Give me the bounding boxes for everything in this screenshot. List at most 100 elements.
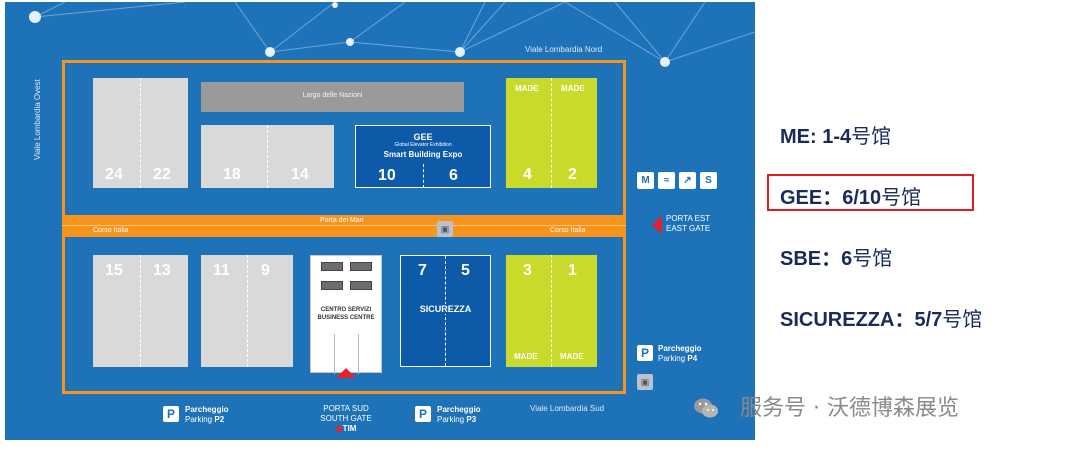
- wechat-icon: [694, 398, 718, 418]
- network-decoration: [29, 2, 755, 67]
- hall-divider: [423, 164, 424, 188]
- sicurezza-label: SICUREZZA: [401, 304, 490, 314]
- east-gate-arrow-icon: [652, 216, 662, 234]
- building-column: [334, 334, 335, 374]
- parking-p2-label: Parcheggio Parking P2: [185, 405, 229, 425]
- legend-sbe: SBE：6号馆: [780, 242, 892, 271]
- south-gate-en: SOUTH GATE: [320, 414, 372, 423]
- parking-code: P2: [214, 415, 225, 424]
- hall-number: 22: [153, 166, 171, 183]
- hall-divider: [267, 125, 268, 188]
- legend-cn: 号馆: [852, 246, 893, 270]
- legend-sicurezza: SICUREZZA：5/7号馆: [780, 303, 982, 332]
- parking-p3-label: Parcheggio Parking P3: [437, 405, 481, 425]
- centro-label: CENTRO SERVIZI BUSINESS CENTRE: [317, 307, 375, 321]
- hall-10-6-gee[interactable]: GEE Global Elevator Exhibition Smart Bui…: [355, 125, 491, 188]
- hall-number: 3: [523, 262, 532, 279]
- fair-map: Viale Lombardia Nord Viale Lombardia Ove…: [5, 2, 755, 440]
- tim-icon: ◉: [335, 424, 343, 433]
- tim-logo: ◉TIM: [310, 424, 382, 434]
- legend-gee: GEE：6/10号馆: [780, 181, 921, 210]
- hall-11-9[interactable]: 11 9: [201, 255, 293, 367]
- parking-sub: Parking: [658, 354, 688, 363]
- hall-number: 24: [105, 166, 123, 183]
- gee-subtitle: Global Elevator Exhibition: [394, 142, 452, 148]
- hall-divider: [140, 78, 141, 188]
- largo-nazioni: Largo delle Nazioni: [201, 82, 464, 112]
- parking-p2-icon: P: [163, 406, 179, 422]
- parking-p4-icon: P: [637, 345, 653, 361]
- central-avenue: [62, 215, 626, 237]
- watermark-text: 服务号 · 沃德博森展览: [740, 396, 959, 421]
- parking-title: Parcheggio: [185, 405, 229, 414]
- hall-7-5-sicurezza[interactable]: 7 5 SICUREZZA: [400, 255, 491, 367]
- hall-number: 15: [105, 262, 123, 279]
- hall-number: 7: [418, 262, 427, 279]
- east-gate-label: PORTA EST EAST GATE: [666, 214, 710, 234]
- train-icon: ↗: [679, 172, 696, 189]
- legend-cn: 号馆: [942, 307, 983, 331]
- south-gate-label: PORTA SUD SOUTH GATE ◉TIM: [310, 404, 382, 434]
- parking-sub: Parking: [437, 415, 467, 424]
- road-north-label: Viale Lombardia Nord: [525, 45, 603, 54]
- parking-title: Parcheggio: [658, 344, 702, 353]
- legend-me: ME: 1-4号馆: [780, 120, 891, 149]
- avenue-divider: [62, 225, 626, 226]
- legend-en: SBE：6: [780, 248, 853, 270]
- car-park-icon: ▣: [437, 221, 453, 237]
- hall-15-13[interactable]: 15 13: [93, 255, 188, 367]
- parking-code: P3: [466, 415, 477, 424]
- hall-divider: [247, 255, 248, 367]
- legend-en: ME: 1-4: [780, 126, 852, 148]
- hall-number: 5: [461, 262, 470, 279]
- largo-nazioni-label: Largo delle Nazioni: [302, 92, 363, 99]
- avenue-left-label: Corso Italia: [93, 227, 129, 234]
- hall-number: 14: [291, 166, 309, 183]
- building-block: [350, 281, 372, 290]
- east-gate-it: PORTA EST: [666, 214, 711, 223]
- parking-title: Parcheggio: [437, 405, 481, 414]
- centro-servizi[interactable]: CENTRO SERVIZI BUSINESS CENTRE: [310, 255, 382, 374]
- made-label: MADE: [514, 352, 538, 361]
- parking-p4-label: Parcheggio Parking P4: [658, 344, 702, 364]
- hall-divider: [551, 78, 552, 188]
- building-block: [350, 262, 372, 271]
- legend-highlight-box: [767, 174, 974, 211]
- hall-number: 6: [449, 167, 458, 184]
- hall-number: 10: [378, 167, 396, 184]
- hall-3-1-made[interactable]: 3 1 MADE MADE: [506, 255, 597, 367]
- parking-sub: Parking: [185, 415, 215, 424]
- building-block: [321, 262, 343, 271]
- hall-18-14[interactable]: 18 14: [201, 125, 334, 188]
- made-label: MADE: [560, 352, 584, 361]
- hall-number: 18: [223, 166, 241, 183]
- south-gate-arrow-icon: [336, 368, 356, 378]
- road-west-label: Viale Lombardia Ovest: [33, 79, 42, 160]
- hall-number: 4: [523, 166, 532, 183]
- legend-cn: 号馆: [881, 185, 922, 209]
- hall-4-2-made[interactable]: MADE MADE 4 2: [506, 78, 597, 188]
- gee-title: GEE: [413, 132, 433, 142]
- tim-label: TIM: [342, 424, 357, 433]
- legend-cn: 号馆: [851, 124, 892, 148]
- hall-number: 9: [261, 262, 270, 279]
- building-block: [321, 281, 343, 290]
- hall-number: 2: [568, 166, 577, 183]
- parking-code: P4: [687, 354, 698, 363]
- hall-number: 1: [568, 262, 577, 279]
- sbe-title: Smart Building Expo: [383, 150, 463, 159]
- made-label: MADE: [515, 84, 539, 93]
- road-south-label: Viale Lombardia Sud: [530, 404, 605, 413]
- south-gate-it: PORTA SUD: [323, 404, 369, 413]
- building-column: [358, 334, 359, 374]
- suburban-icon: S: [700, 172, 717, 189]
- avenue-right-label: Corso Italia: [550, 227, 586, 234]
- avenue-center-label: Porta dei Mari: [320, 217, 364, 224]
- car-icon: ▣: [637, 374, 653, 390]
- legend-en: GEE：6/10: [780, 187, 882, 209]
- hall-number: 13: [153, 262, 171, 279]
- transit-icons: M ≈ ↗ S: [637, 172, 717, 190]
- hall-24-22[interactable]: 24 22: [93, 78, 188, 188]
- hall-divider: [140, 255, 141, 367]
